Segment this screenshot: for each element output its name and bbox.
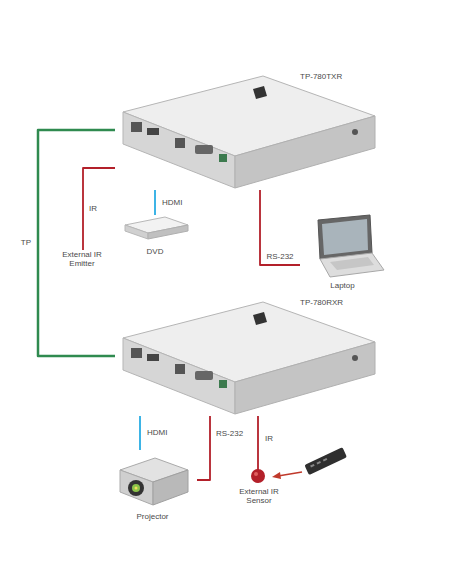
device-label: TP-780RXR (300, 298, 370, 307)
ir-sensor-part (257, 462, 259, 470)
dvd-player-part (125, 225, 148, 239)
transmitter-device-art (115, 72, 380, 190)
cable-label: IR (264, 434, 274, 443)
remote-button (310, 464, 314, 468)
transmitter-device-part (123, 112, 235, 188)
transmitter-device-part (352, 129, 358, 135)
transmitter-device: TP-780TXR (115, 72, 380, 190)
receiver-device-art (115, 298, 380, 416)
cable-line (154, 190, 156, 215)
projector-part (135, 487, 138, 490)
laptop: Laptop (300, 215, 387, 295)
laptop-part (320, 253, 384, 277)
cable-line (38, 130, 115, 356)
ir-emitter: External IR Emitter (55, 250, 111, 286)
receiver-device-part (131, 348, 142, 358)
cable-label: RS-232 (215, 429, 244, 438)
receiver-device-part (175, 364, 185, 374)
laptop-part (322, 219, 368, 255)
projector: Projector (110, 450, 197, 526)
transmitter-device-part (219, 154, 227, 162)
cable-line (257, 416, 259, 462)
transmitter-device-part (195, 145, 213, 154)
cable-label: HDMI (146, 428, 168, 437)
dvd-player: DVD (120, 215, 192, 263)
receiver-device: TP-780RXR (115, 298, 380, 416)
remote-button (323, 458, 327, 462)
receiver-device-part (253, 312, 267, 325)
receiver-device-part (195, 371, 213, 380)
device-label: External IR Sensor (228, 487, 290, 505)
remote-control (304, 447, 347, 475)
receiver-device-part (123, 338, 235, 414)
cable-label: IR (88, 204, 98, 213)
ir-sensor-part (251, 469, 265, 483)
receiver-device-part (219, 380, 227, 388)
cable-label: RS-232 (265, 252, 294, 261)
ir-sensor-part (254, 472, 258, 476)
cable-label: TP (20, 238, 32, 247)
device-label: Projector (110, 512, 195, 521)
dvd-player-part (148, 225, 188, 239)
transmitter-device-part (147, 128, 159, 135)
device-label: DVD (120, 247, 190, 256)
ir-signal-arrow (278, 472, 302, 476)
projector-part (153, 470, 188, 505)
cable-line (139, 416, 141, 450)
projector-part (132, 484, 140, 492)
receiver-device-part (147, 354, 159, 361)
device-label: Laptop (300, 281, 385, 290)
receiver-device-part (352, 355, 358, 361)
transmitter-device-part (253, 86, 267, 99)
remote-body (304, 447, 347, 475)
cable-label: HDMI (161, 198, 183, 207)
projector-part (128, 480, 144, 496)
transmitter-device-part (131, 122, 142, 132)
laptop-part (330, 257, 374, 270)
projector-part (120, 470, 153, 505)
ir-signal-arrowhead (272, 472, 281, 479)
laptop-part (318, 215, 372, 259)
ir-sensor: External IR Sensor (228, 462, 292, 520)
receiver-device-part (235, 342, 375, 414)
transmitter-device-part (175, 138, 185, 148)
transmitter-device-part (235, 116, 375, 188)
cable-line (197, 416, 210, 480)
remote-button (316, 461, 320, 465)
device-label: TP-780TXR (300, 72, 370, 81)
device-label: External IR Emitter (55, 250, 109, 268)
cable-line (83, 168, 115, 250)
cable-line (260, 190, 300, 265)
